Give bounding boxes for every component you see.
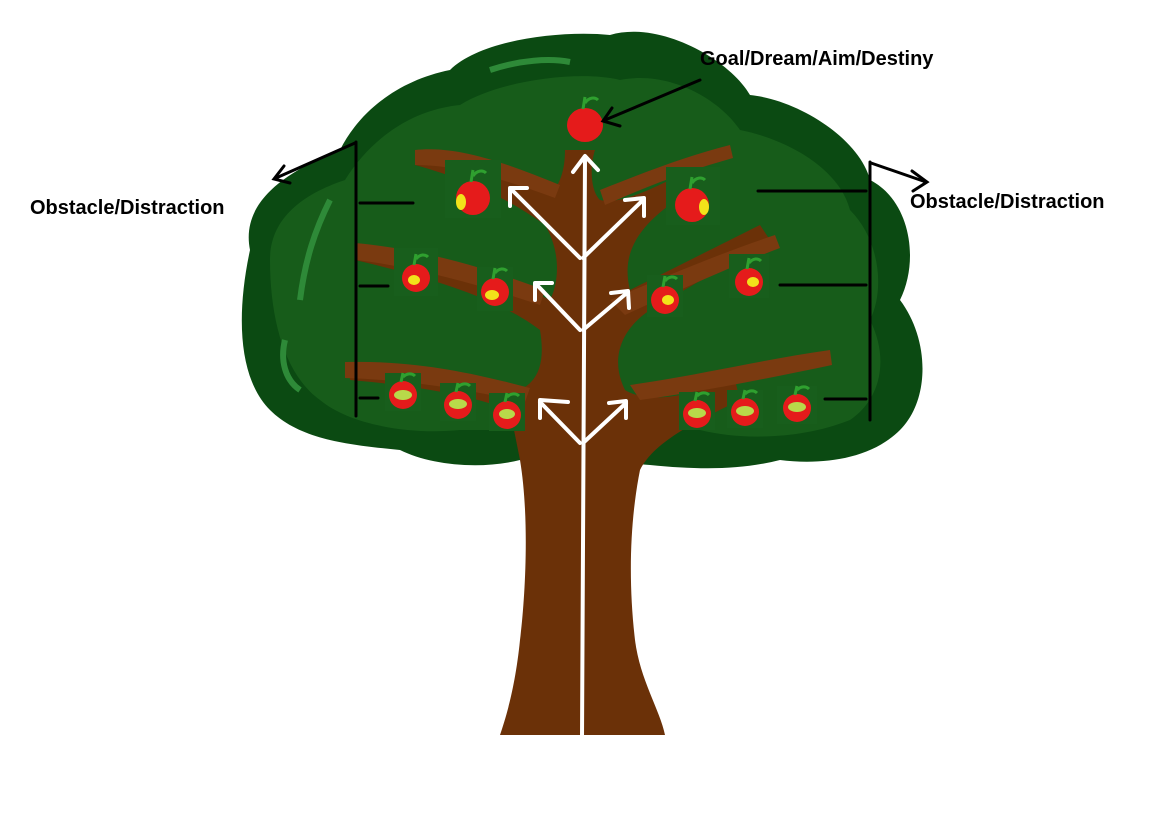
canopy-light-stroke-left <box>297 198 333 301</box>
path-arrows <box>508 154 646 740</box>
arrow-icon <box>508 186 529 208</box>
apple-icon <box>647 275 683 317</box>
fork-mid-right <box>581 290 630 332</box>
arrow-icon <box>538 398 570 420</box>
apple-icon <box>445 160 501 218</box>
fork-mid-left <box>535 283 582 332</box>
obstacle-label-right: Obstacle/Distraction <box>910 191 1105 213</box>
arrow-icon <box>609 289 631 310</box>
apple-icon <box>394 248 438 296</box>
apple-icon <box>727 389 763 428</box>
apple-icon <box>729 254 769 298</box>
arrow-icon <box>607 399 628 420</box>
arrow-icon <box>623 196 646 218</box>
goal-pointer <box>603 78 702 122</box>
right-pointer <box>869 161 928 184</box>
arrow-icon <box>600 106 622 128</box>
fork-low-left <box>538 400 582 445</box>
arrow-icon <box>533 281 554 302</box>
arrow-icon <box>910 169 930 193</box>
obstacle-label-left: Obstacle/Distraction <box>30 197 225 219</box>
apple-icon <box>440 382 476 421</box>
branch-right-low <box>630 350 832 400</box>
left-pointer <box>274 141 357 180</box>
fork-low-right <box>581 401 628 445</box>
annotations <box>271 78 930 422</box>
arrow-icon <box>571 154 600 174</box>
fork-top-right <box>581 198 645 260</box>
branch-left-low <box>345 361 530 402</box>
arrow-icon <box>271 164 292 185</box>
fork-top-left <box>510 188 582 260</box>
apple-icon <box>477 267 513 311</box>
apple-icon <box>679 391 715 430</box>
apple-icon <box>666 167 720 225</box>
apples <box>385 96 817 431</box>
canopy-light-stroke-left-2 <box>280 339 302 393</box>
goal-label: Goal/Dream/Aim/Destiny <box>700 48 934 70</box>
apple-icon <box>489 392 525 431</box>
apple-icon <box>567 96 603 142</box>
apple-icon <box>385 372 421 411</box>
apple-icon <box>777 385 817 424</box>
canopy-light-stroke-top <box>489 57 571 73</box>
